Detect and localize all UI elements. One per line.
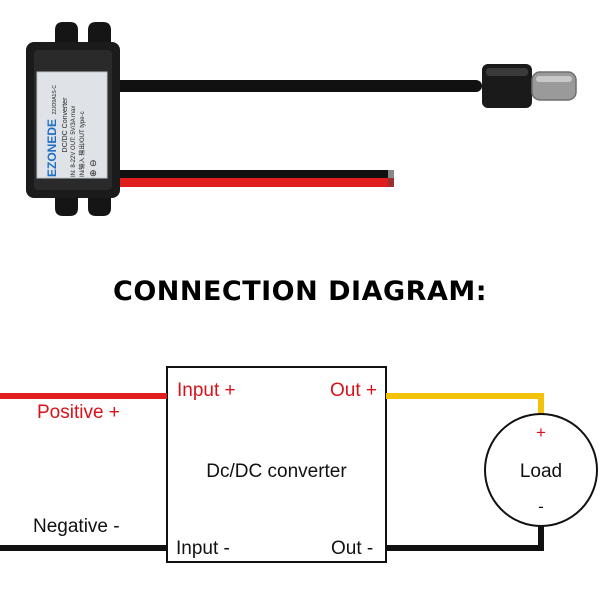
load-label: Load <box>519 461 563 482</box>
input-plus-label: Input + <box>177 380 236 401</box>
input-cables <box>112 170 394 187</box>
load-plus-label: + <box>536 423 546 442</box>
positive-label: Positive + <box>37 402 120 423</box>
negative-label: Negative - <box>33 516 120 537</box>
diagram-title: CONNECTION DIAGRAM: <box>113 276 487 307</box>
out-minus-label: Out - <box>331 538 374 559</box>
input-minus-label: Input - <box>176 538 230 559</box>
output-negative-wire <box>386 520 544 551</box>
load-circle <box>484 413 598 527</box>
converter-module <box>26 22 120 216</box>
usb-c-cable <box>112 80 482 92</box>
out-plus-label: Out + <box>330 380 377 401</box>
module-label-sticker <box>36 71 108 179</box>
output-positive-wire <box>386 393 544 420</box>
converter-label: Dc/DC converter <box>206 461 347 482</box>
load-minus-label: - <box>538 497 544 516</box>
converter-box <box>166 366 387 563</box>
